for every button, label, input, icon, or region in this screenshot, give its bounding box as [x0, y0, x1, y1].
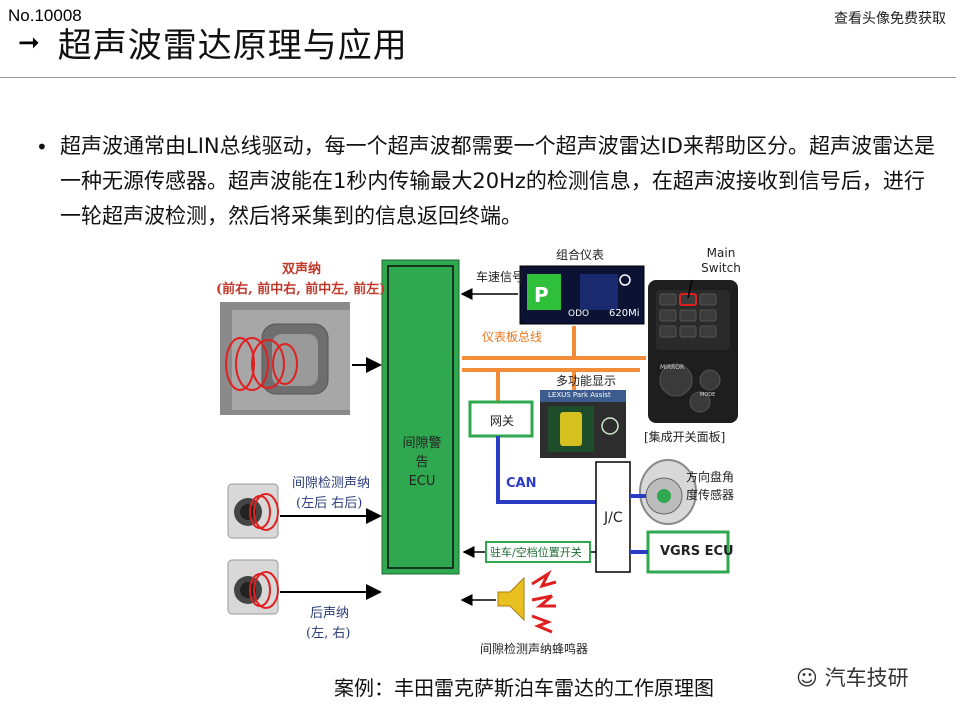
- rear-sonar-sub: (左, 右): [306, 626, 351, 641]
- mirror-label: MIRROR: [660, 364, 685, 371]
- bullet-dot-icon: •: [36, 135, 48, 159]
- dash-bus-label: 仪表板总线: [482, 330, 543, 344]
- can-label: CAN: [506, 476, 537, 491]
- speed-signal-label: 车速信号: [476, 270, 525, 284]
- combination-meter: P: [519, 265, 645, 325]
- double-sonar-image: [220, 302, 350, 415]
- vgrs-label: VGRS ECU: [660, 544, 734, 559]
- steering-sensor-label-2: 度传感器: [686, 488, 735, 502]
- meter-odo: ODO: [568, 309, 590, 319]
- gateway-box: [468, 400, 534, 438]
- page-title: 超声波雷达原理与应用: [57, 26, 408, 66]
- document-number: No.10008: [8, 6, 82, 25]
- diagram-canvas: P: [220, 259, 738, 634]
- integrated-switch-label: [集成开关面板]: [644, 430, 726, 444]
- multi-display-label: 多功能显示: [556, 374, 617, 388]
- promo-text[interactable]: 查看头像免费获取: [834, 11, 946, 27]
- buzzer-label: 间隙检测声纳蜂鸣器: [480, 642, 589, 656]
- integrated-switch-panel: [648, 279, 738, 423]
- ecu-label-line1: 间隙警告: [402, 436, 442, 470]
- title-divider: [0, 77, 956, 78]
- ecu-label-line2: ECU: [408, 474, 436, 489]
- figure-caption: 案例：丰田雷克萨斯泊车雷达的工作原理图: [334, 676, 714, 700]
- system-diagram: P: [0, 240, 960, 680]
- wechat-icon: ☺: [796, 666, 818, 690]
- main-switch-label: Main Switch: [701, 246, 741, 275]
- gateway-label: 网关: [490, 414, 515, 428]
- wechat-label: 汽车技研: [824, 666, 909, 690]
- title-row: ➞ 超声波雷达原理与应用: [18, 18, 408, 67]
- multi-function-display: [540, 390, 626, 458]
- steering-wheel-icon: [639, 459, 697, 525]
- double-sonar-title: 双声纳: [282, 262, 322, 277]
- body-paragraph: 超声波通常由LIN总线驱动，每一个超声波都需要一个超声波雷达ID来帮助区分。超声…: [60, 134, 935, 228]
- steering-sensor-label-1: 方向盘角: [686, 470, 735, 484]
- meter-miles: 620Mi: [609, 308, 640, 319]
- svg-text:P: P: [534, 283, 549, 307]
- ecu-label: 间隙警告 ECU: [398, 432, 446, 489]
- parking-switch-label: 驻车/空档位置开关: [490, 546, 582, 559]
- rear-sonar-image: [227, 559, 279, 615]
- speaker-icon: [497, 569, 557, 634]
- jc-label: J/C: [604, 510, 623, 526]
- combo-meter-label: 组合仪表: [556, 248, 605, 262]
- double-sonar-sub: (前右, 前中右, 前中左, 前左): [216, 282, 386, 297]
- vgrs-box: [646, 530, 730, 574]
- arrow-icon: ➞: [18, 27, 40, 58]
- lexus-park-label: LEXUS Park Assist: [548, 391, 611, 399]
- jc-box: [595, 461, 631, 573]
- mode-label: MODE: [700, 392, 716, 398]
- gap-sonar-title: 间隙检测声纳: [292, 476, 371, 491]
- gap-sonar-sub: (左后 右后): [296, 496, 363, 511]
- parking-switch-box: [485, 541, 591, 563]
- wechat-watermark: ☺ 汽车技研: [796, 662, 909, 692]
- gap-sonar-image: [227, 483, 279, 539]
- rear-sonar-title: 后声纳: [310, 606, 350, 621]
